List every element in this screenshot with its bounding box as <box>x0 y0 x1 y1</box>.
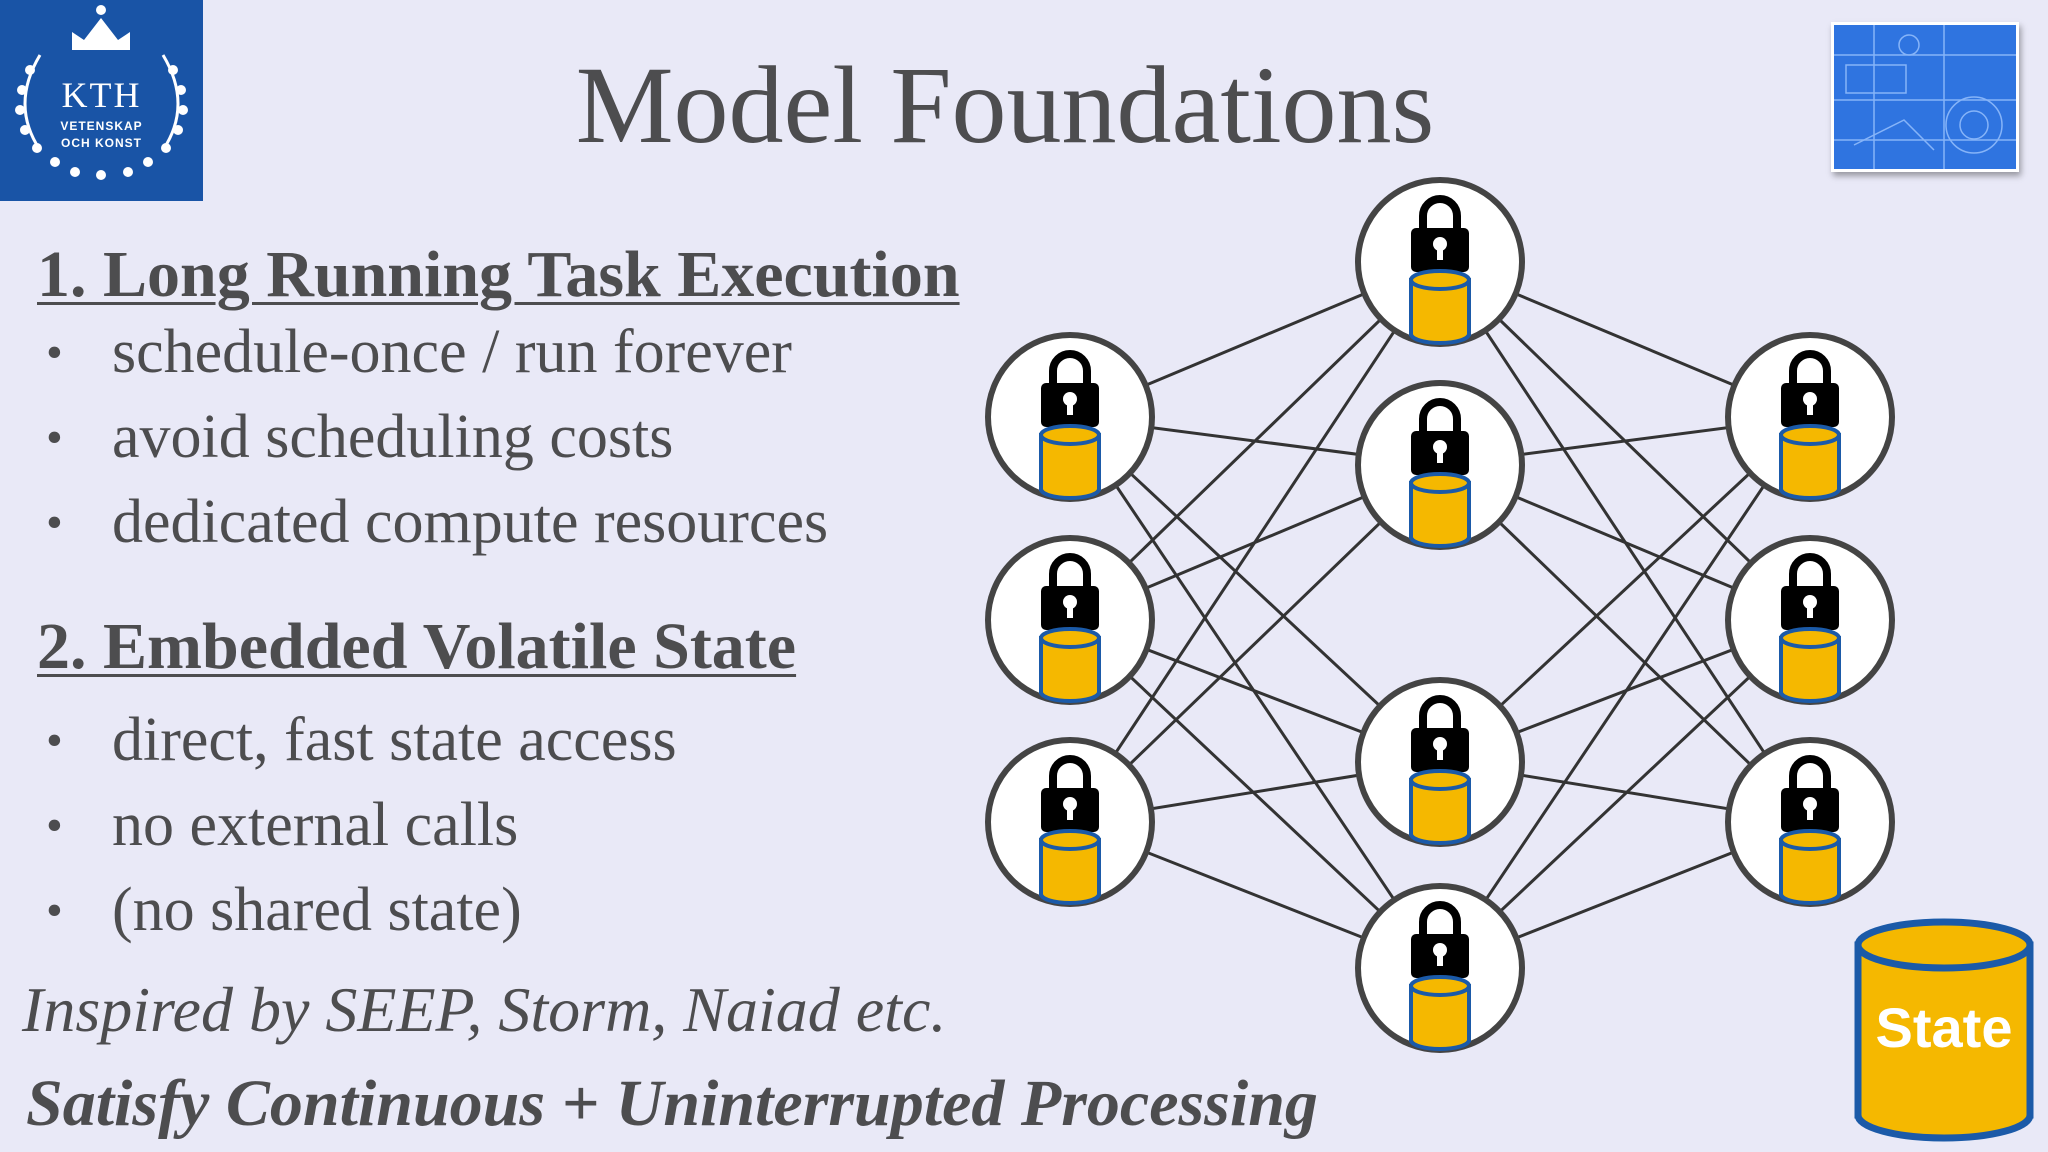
bullet-text: dedicated compute resources <box>112 488 829 556</box>
database-cylinder-icon <box>1039 627 1101 703</box>
logo-line2: OCH KONST <box>61 136 142 150</box>
operator-node <box>985 737 1155 907</box>
nodes <box>985 177 1895 1053</box>
logo-line1: VETENSKAP <box>60 119 143 133</box>
database-cylinder-icon <box>1779 627 1841 703</box>
bullet-dot: • <box>46 411 63 464</box>
database-cylinder-icon <box>1409 975 1471 1051</box>
section2-heading: 2. Embedded Volatile State <box>37 610 797 683</box>
database-cylinder-icon <box>1409 472 1471 548</box>
logo-name: KTH <box>61 75 142 115</box>
section2-bullets: • direct, fast state access • no external … <box>42 698 677 953</box>
database-cylinder-icon <box>1409 269 1471 345</box>
operator-node <box>1355 677 1525 847</box>
bullet-text: direct, fast state access <box>112 706 677 774</box>
kth-logo: KTH VETENSKAP OCH KONST <box>0 0 203 201</box>
inspired-by-text: Inspired by SEEP, Storm, Naiad etc. <box>22 974 947 1045</box>
edge-line <box>1438 416 1812 969</box>
blueprint-image <box>1831 22 2019 172</box>
operator-node <box>1355 177 1525 347</box>
wreath-crown-icon <box>15 5 188 180</box>
database-cylinder-icon <box>1039 829 1101 905</box>
list-item: • (no shared state) <box>42 868 677 953</box>
satisfy-text: Satisfy Continuous + Uninterrupted Proce… <box>26 1067 1318 1140</box>
bullet-text: schedule-once / run forever <box>112 318 792 386</box>
bullet-text: no external calls <box>112 791 519 859</box>
database-cylinder-icon <box>1409 769 1471 845</box>
operator-node <box>1355 883 1525 1053</box>
section1-heading: 1. Long Running Task Execution <box>37 238 960 311</box>
database-cylinder-icon <box>1039 424 1101 500</box>
bullet-dot: • <box>46 326 63 379</box>
operator-node <box>985 535 1155 705</box>
edge-line <box>1068 261 1442 823</box>
bullet-text: (no shared state) <box>112 876 522 944</box>
operator-node <box>1725 535 1895 705</box>
database-cylinder-icon <box>1779 829 1841 905</box>
state-label: State <box>1875 996 2013 1059</box>
bullet-dot: • <box>46 799 63 852</box>
list-item: • dedicated compute resources <box>42 480 828 565</box>
operator-node <box>985 332 1155 502</box>
bullet-dot: • <box>46 714 63 767</box>
bullet-dot: • <box>46 496 63 549</box>
state-cylinder-icon <box>1854 918 2034 1142</box>
bullet-text: avoid scheduling costs <box>112 403 674 471</box>
slide-title: Model Foundations <box>575 44 1435 166</box>
operator-node <box>1725 737 1895 907</box>
edge-line <box>1068 260 1442 622</box>
list-item: • avoid scheduling costs <box>42 395 828 480</box>
list-item: • schedule-once / run forever <box>42 310 828 395</box>
list-item: • direct, fast state access <box>42 698 677 783</box>
database-cylinder-icon <box>1779 424 1841 500</box>
operator-node <box>1355 380 1525 550</box>
section1-bullets: • schedule-once / run forever • avoid sche… <box>42 310 828 565</box>
operator-node <box>1725 332 1895 502</box>
list-item: • no external calls <box>42 783 677 868</box>
bullet-dot: • <box>46 884 63 937</box>
edge-line <box>1068 463 1442 824</box>
edges <box>1068 260 1812 970</box>
edge-line <box>1438 463 1812 824</box>
